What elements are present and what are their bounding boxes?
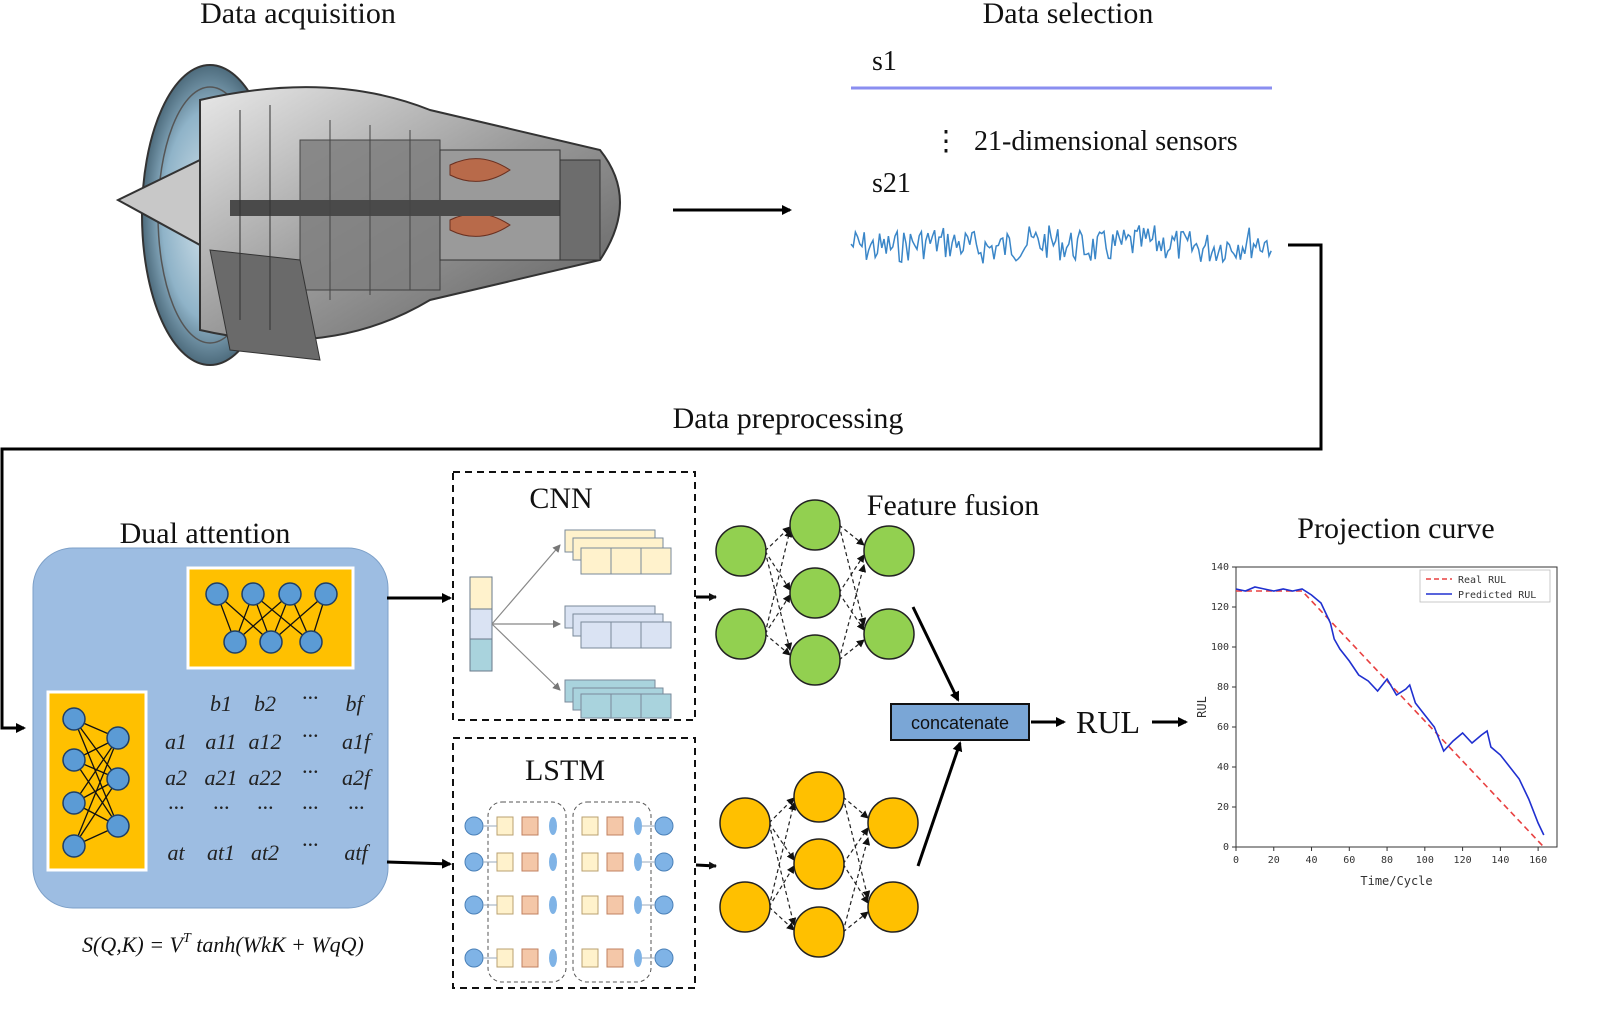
y-tick-label: 20 [1217,802,1229,813]
matrix-cell: a22 [249,765,282,790]
legend-entry: Real RUL [1458,575,1506,586]
cnn-heading: CNN [529,482,592,515]
series-line-1 [1236,590,1545,848]
x-tick-label: 60 [1343,855,1355,866]
matrix-cell: a12 [249,729,282,754]
sensor-description: 21-dimensional sensors [974,126,1238,157]
x-tick-label: 0 [1233,855,1239,866]
sensor-ellipsis: ⋮ [932,126,960,157]
y-tick-label: 100 [1211,642,1229,653]
lstm-block [452,737,696,989]
y-tick-label: 140 [1211,562,1229,573]
matrix-cell: ··· [213,795,230,820]
projection-chart: 0 20 40 60 80 100 120 140 160 0 20 40 60 80 100 120 140T… [1195,562,1558,888]
dual-attention-heading: Dual attention [120,517,291,550]
matrix-cell: ··· [302,723,319,748]
y-tick-label: 60 [1217,722,1229,733]
x-tick-label: 20 [1268,855,1280,866]
y-tick-label: 0 [1223,842,1229,853]
attention-net-top [186,566,355,670]
arrow-green-to-concat [911,606,960,702]
x-tick-label: 40 [1306,855,1318,866]
x-tick-label: 80 [1381,855,1393,866]
lstm-heading: LSTM [525,754,605,787]
matrix-cell: a2f [342,765,373,790]
projection-curve-heading: Projection curve [1297,512,1494,545]
sensor-s1-label: s1 [872,46,897,77]
matrix-cell: a1f [342,729,373,754]
data-selection-heading: Data selection [983,0,1154,30]
attention-net-left [46,690,148,872]
matrix-cell: ··· [302,759,319,784]
fusion-net-cnn [715,499,915,686]
feature-fusion-heading: Feature fusion [867,489,1039,522]
matrix-col-header: b2 [254,691,276,716]
fusion-net-lstm [719,771,919,958]
matrix-cell: ··· [302,832,319,857]
legend-entry: Predicted RUL [1458,590,1536,601]
cnn-illustration [469,529,672,719]
lstm-illustration [464,801,674,983]
matrix-cell: atf [344,840,370,865]
matrix-cell: at1 [207,840,235,865]
matrix-cell: a21 [205,765,238,790]
y-tick-label: 120 [1211,602,1229,613]
chart-legend [1419,569,1551,603]
matrix-col-header: bf [345,691,365,716]
turbofan-engine-image [115,64,621,366]
y-tick-label: 40 [1217,762,1229,773]
matrix-cell: a11 [205,729,236,754]
series-line-2 [1235,586,1545,836]
x-tick-label: 160 [1529,855,1547,866]
sensor-s21-label: s21 [872,168,911,199]
chart-plot-area [1235,566,1558,848]
arrow-lstm-to-fusion [695,861,717,870]
cnn-block [452,471,696,721]
x-axis-label: Time/Cycle [1360,874,1432,888]
x-tick-label: 100 [1416,855,1434,866]
matrix-row-head: at [167,840,185,865]
arrow-orange-to-concat [916,741,963,867]
concatenate-box [890,703,1030,741]
matrix-col-header: b1 [210,691,232,716]
data-acquisition-heading: Data acquisition [200,0,396,30]
rul-output-label: RUL [1076,704,1140,740]
matrix-cell: ··· [257,795,274,820]
arrow-attention-to-lstm [386,858,452,869]
matrix-row-head: a1 [165,729,187,754]
y-axis-label: RUL [1195,696,1209,718]
x-tick-label: 140 [1491,855,1509,866]
matrix-cell: ··· [302,795,319,820]
attention-formula: S(Q,K) = VT tanh(WkK + WqQ) [82,931,364,957]
matrix-row-head: ··· [168,795,185,820]
matrix-cell: at2 [251,840,279,865]
x-tick-label: 120 [1454,855,1472,866]
sensor-s21-signal [850,225,1272,264]
matrix-row-head: a2 [165,765,187,790]
matrix-cell: ··· [348,795,365,820]
connector-preprocessing [0,243,1323,733]
concatenate-label: concatenate [911,713,1009,733]
y-tick-label: 80 [1217,682,1229,693]
matrix-col-header: ··· [302,685,319,710]
attention-matrix: b1 b2 ··· bf a1 a11 a12 ··· a1f a2 a21 a… [165,685,373,865]
data-preprocessing-heading: Data preprocessing [673,402,904,435]
